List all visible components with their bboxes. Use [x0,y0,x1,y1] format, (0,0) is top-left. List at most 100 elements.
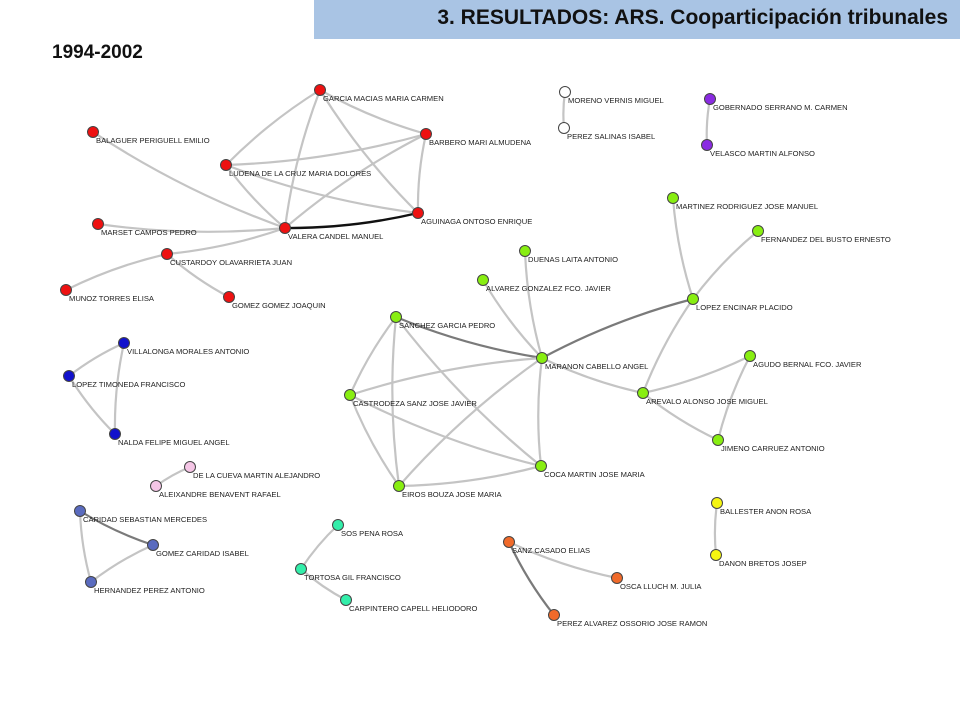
node-marker [503,536,515,548]
edge-villalonga-lopez_timoneda [67,341,126,378]
node-label: HERNANDEZ PEREZ ANTONIO [94,586,205,595]
node-label: CARIDAD SEBASTIAN MERCEDES [83,515,207,524]
node-munoz: MUNOZ TORRES ELISA [60,284,155,303]
node-perez_salinas: PEREZ SALINAS ISABEL [558,122,655,141]
edge-alvarez_gonzalez-maranon [481,278,544,360]
edge-lopez_encinar-arevalo [641,297,695,395]
edge-duenas-maranon [523,249,544,360]
node-gomez_gomez: GOMEZ GOMEZ JOAQUIN [223,291,326,310]
node-label: DANON BRETOS JOSEP [719,559,807,568]
edge-ludena-aguinaga [224,163,420,215]
node-sanchez_garcia: SANCHEZ GARCIA PEDRO [390,311,495,330]
node-label: AREVALO ALONSO JOSE MIGUEL [646,397,768,406]
edge-arevalo-agudo [641,354,752,395]
node-marker [344,389,356,401]
node-nalda: NALDA FELIPE MIGUEL ANGEL [109,428,230,447]
node-marker [744,350,756,362]
node-marker [63,370,75,382]
edge-gomez_caridad-hernandez [89,543,155,584]
edge-fernandez_busto-lopez_encinar [691,229,760,301]
node-marker [752,225,764,237]
node-marker [118,337,130,349]
node-label: DUENAS LAITA ANTONIO [528,255,618,264]
node-valera: VALERA CANDEL MANUEL [279,222,383,241]
node-marker [412,207,424,219]
node-sanz_casado: SANZ CASADO ELIAS [503,536,590,555]
node-label: PEREZ ALVAREZ OSSORIO JOSE RAMON [557,619,707,628]
edge-custardoy-valera [165,226,287,256]
edge-castrodeza-eiros [348,393,401,488]
edge-arevalo-jimeno [641,391,720,442]
node-label: GARCIA MACIAS MARIA CARMEN [323,94,444,103]
node-label: FERNANDEZ DEL BUSTO ERNESTO [761,235,891,244]
node-label: CARPINTERO CAPELL HELIODORO [349,604,478,613]
node-marker [535,460,547,472]
node-barbero: BARBERO MARI ALMUDENA [420,128,532,147]
node-label: BARBERO MARI ALMUDENA [429,138,532,147]
node-marker [710,549,722,561]
edge-garcia_macias-barbero [318,88,428,136]
node-ballester: BALLESTER ANON ROSA [711,497,812,516]
node-agudo: AGUDO BERNAL FCO. JAVIER [744,350,862,369]
node-marker [637,387,649,399]
node-garcia_macias: GARCIA MACIAS MARIA CARMEN [314,84,444,103]
node-marker [220,159,232,171]
node-marker [74,505,86,517]
node-villalonga: VILLALONGA MORALES ANTONIO [118,337,249,356]
node-marker [279,222,291,234]
node-label: SOS PENA ROSA [341,529,404,538]
node-velasco: VELASCO MARTIN ALFONSO [701,139,815,158]
edge-barbero-valera [283,132,428,230]
node-perez_alvarez: PEREZ ALVAREZ OSSORIO JOSE RAMON [548,609,707,628]
edge-maranon-eiros [397,356,544,488]
edge-lopez_timoneda-nalda [67,374,117,436]
node-label: GOMEZ CARIDAD ISABEL [156,549,249,558]
edge-valera-aguinaga [283,211,420,230]
node-label: MARSET CAMPOS PEDRO [101,228,197,237]
node-aguinaga: AGUINAGA ONTOSO ENRIQUE [412,207,532,226]
node-layer: GARCIA MACIAS MARIA CARMEN BALAGUER PERIG… [60,84,891,628]
node-label: BALAGUER PERIGUELL EMILIO [96,136,210,145]
node-marker [92,218,104,230]
node-marker [711,497,723,509]
node-marker [712,434,724,446]
node-marker [701,139,713,151]
node-ludena: LUDENA DE LA CRUZ MARIA DOLORES [220,159,371,178]
edge-caridad-hernandez [78,509,93,584]
edge-castrodeza-coca [348,393,543,468]
node-marker [667,192,679,204]
edge-sanz_casado-osca [507,540,619,580]
node-label: CASTRODEZA SANZ JOSE JAVIER [353,399,477,408]
edge-agudo-jimeno [716,354,752,442]
edge-sanchez_garcia-eiros [391,315,401,488]
node-label: ALVAREZ GONZALEZ FCO. JAVIER [486,284,611,293]
edge-eiros-coca [397,464,543,488]
node-label: MUNOZ TORRES ELISA [69,294,155,303]
node-label: TORTOSA GIL FRANCISCO [304,573,401,582]
node-label: EIROS BOUZA JOSE MARIA [402,490,503,499]
node-label: LOPEZ TIMONEDA FRANCISCO [72,380,185,389]
edge-sanz_casado-perez_alvarez [507,540,556,617]
node-label: LUDENA DE LA CRUZ MARIA DOLORES [229,169,371,178]
edge-sanchez_garcia-castrodeza [348,315,398,397]
node-marker [109,428,121,440]
node-marker [611,572,623,584]
node-castrodeza: CASTRODEZA SANZ JOSE JAVIER [344,389,477,408]
node-caridad: CARIDAD SEBASTIAN MERCEDES [74,505,207,524]
node-aleixandre: ALEIXANDRE BENAVENT RAFAEL [150,480,281,499]
node-sos_pena: SOS PENA ROSA [332,519,404,538]
node-marker [147,539,159,551]
node-label: GOBERNADO SERRANO M. CARMEN [713,103,848,112]
edge-garcia_macias-ludena [224,88,322,167]
node-marker [704,93,716,105]
node-label: VELASCO MARTIN ALFONSO [710,149,815,158]
edge-custardoy-munoz [64,252,169,292]
node-label: AGUDO BERNAL FCO. JAVIER [753,360,862,369]
node-label: MARANON CABELLO ANGEL [545,362,648,371]
node-label: JIMENO CARRUEZ ANTONIO [721,444,825,453]
node-marker [150,480,162,492]
node-coca: COCA MARTIN JOSE MARIA [535,460,646,479]
node-marker [536,352,548,364]
node-label: VALERA CANDEL MANUEL [288,232,383,241]
